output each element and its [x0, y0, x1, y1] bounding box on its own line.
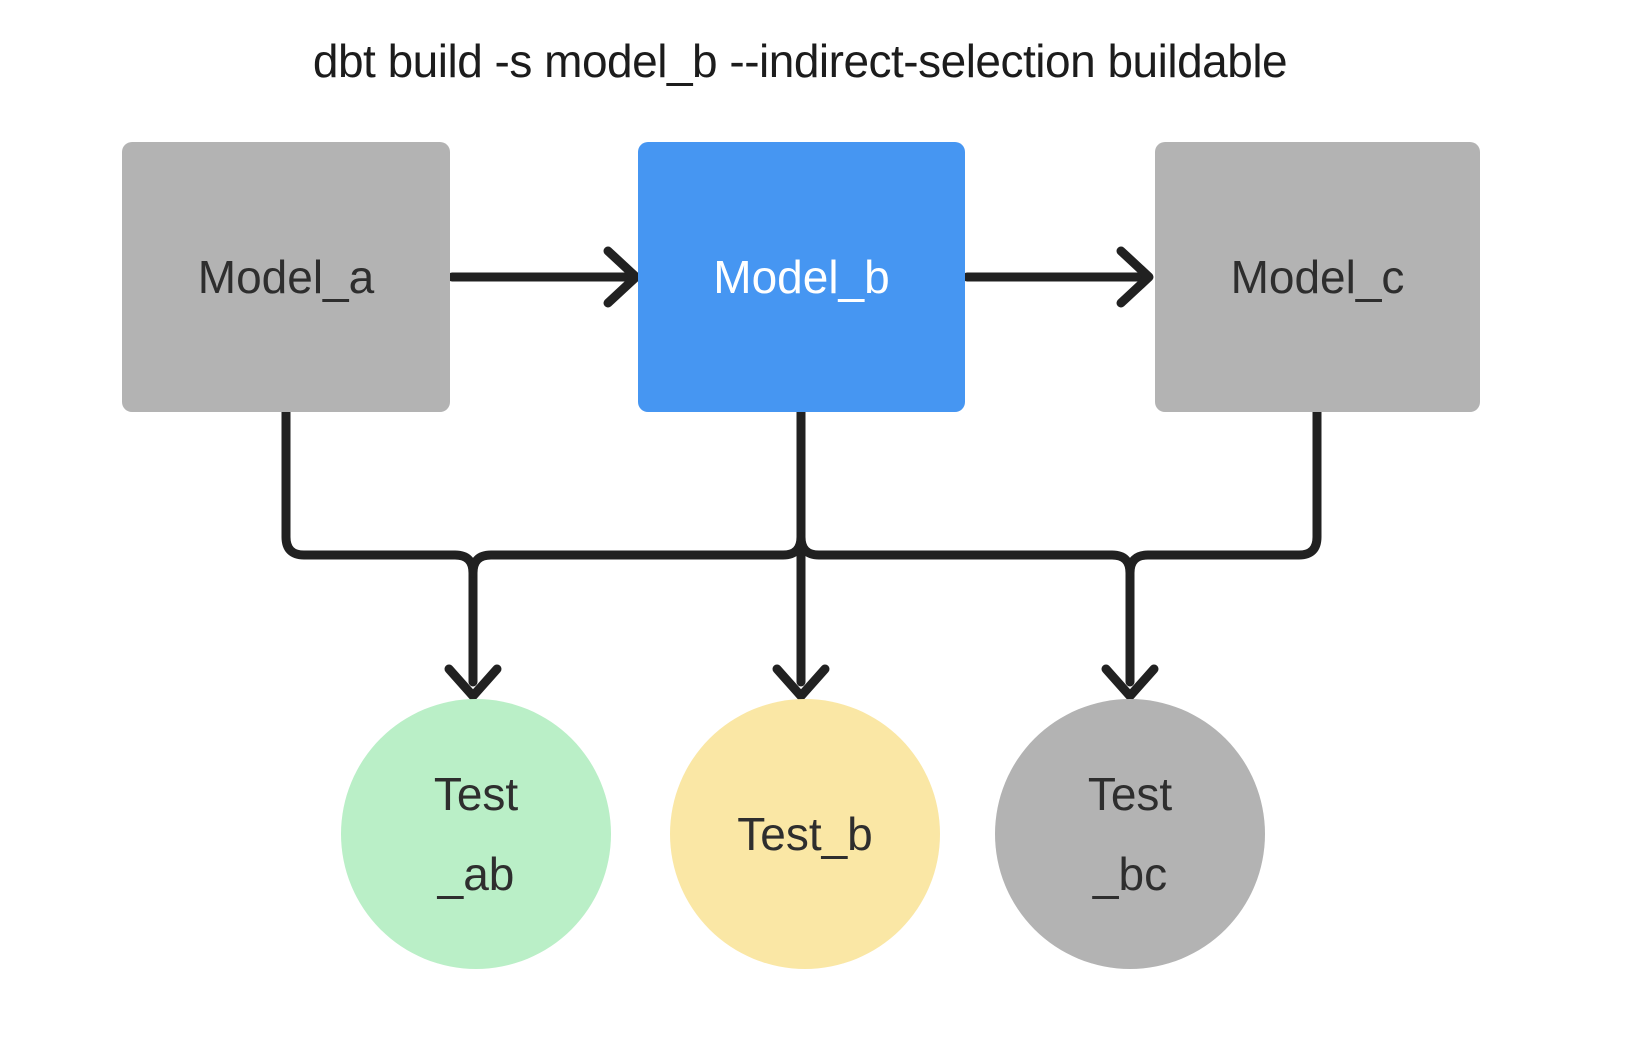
- node-test-b: Test_b: [670, 699, 940, 969]
- arrowhead-model-b-icon: [603, 246, 641, 308]
- node-test-bc: Test _bc: [995, 699, 1265, 969]
- diagram-title: dbt build -s model_b --indirect-selectio…: [312, 35, 1288, 87]
- node-test-ab: Test _ab: [341, 699, 611, 969]
- node-test-bc-label-line2: _bc: [1092, 848, 1168, 900]
- arrowhead-test-bc-icon: [1101, 664, 1159, 701]
- node-test-ab-label-line2: _ab: [437, 848, 515, 900]
- node-model-a-label: Model_a: [197, 251, 375, 303]
- node-test-b-label-line1: Test_b: [737, 808, 873, 860]
- node-test-ab-label-line1: Test: [433, 768, 519, 820]
- arrowhead-test-b-icon: [772, 664, 830, 701]
- edge-model-a-to-test-ab: [281, 407, 478, 687]
- edge-model-c-to-test-bc: [1125, 407, 1322, 578]
- arrowhead-test-ab-icon: [444, 664, 502, 701]
- node-model-c: Model_c: [1155, 142, 1480, 412]
- node-model-c-label: Model_c: [1230, 251, 1405, 303]
- edge-model-b-to-test-ab: [468, 532, 806, 578]
- edge-model-b-to-test-bc: [796, 532, 1135, 687]
- node-model-b: Model_b: [638, 142, 965, 412]
- node-test-bc-label-line1: Test: [1087, 768, 1173, 820]
- node-model-a: Model_a: [122, 142, 450, 412]
- node-model-b-label: Model_b: [713, 251, 890, 303]
- arrowhead-model-c-icon: [1116, 246, 1154, 308]
